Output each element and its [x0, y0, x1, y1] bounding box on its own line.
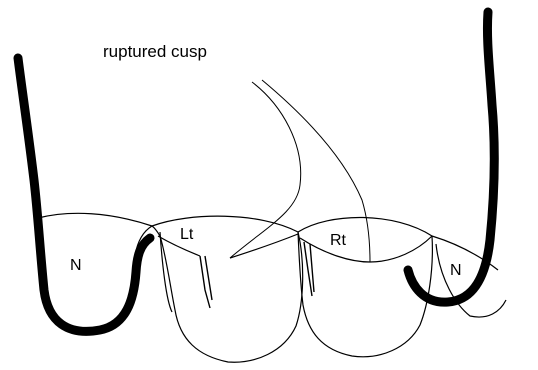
right-cusp-label: Rt: [330, 232, 346, 250]
cusp-left-coronary: [152, 216, 303, 362]
cusp-left-free-edge: [158, 234, 298, 258]
cusp-right-free-edge: [300, 236, 432, 262]
noncoronary-left-label: N: [70, 257, 82, 275]
left-cusp-label: Lt: [180, 226, 193, 244]
pointer-line-left-cusp: [230, 82, 301, 258]
cusp-left-tear: [200, 256, 212, 308]
aortic-wall-left: [18, 58, 150, 331]
ruptured-cusp-label: ruptured cusp: [103, 42, 207, 62]
sinus-noncoronary-left: [38, 213, 152, 262]
pointer-line-right-cusp: [262, 80, 370, 262]
cusp-right-fold: [304, 242, 314, 296]
noncoronary-right-label: N: [450, 262, 462, 280]
